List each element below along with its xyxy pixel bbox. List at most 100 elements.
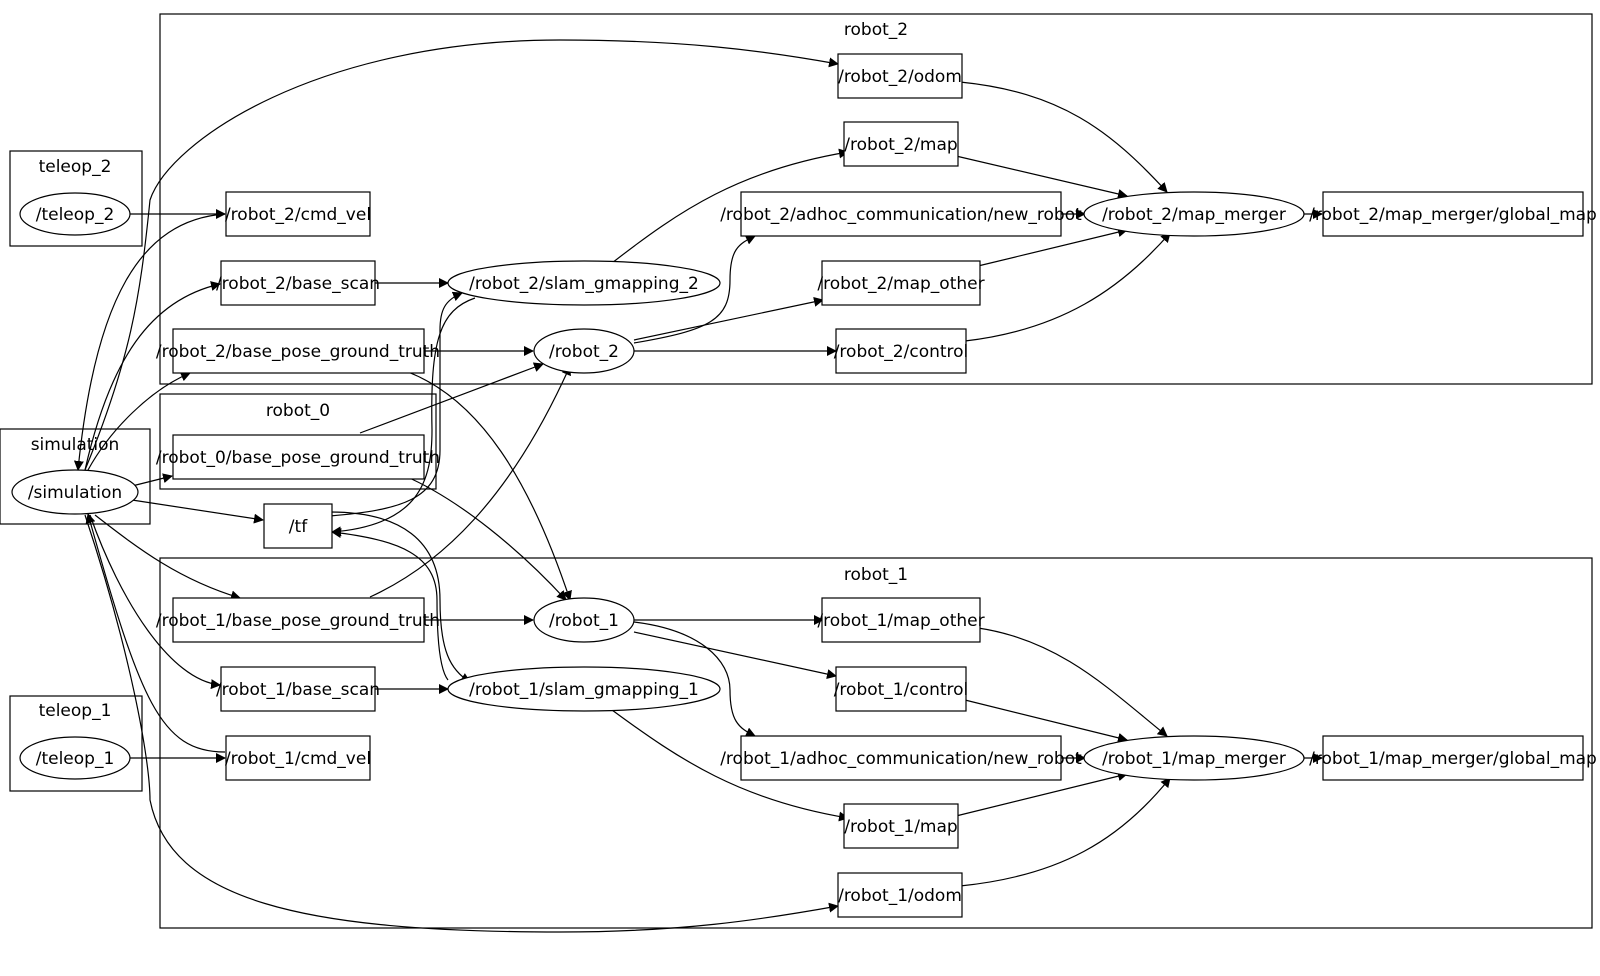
svg-text:/robot_2: /robot_2 [549,342,619,362]
topic-robot-2-map-other[interactable]: /robot_2/map_other [817,260,985,306]
svg-text:/simulation: /simulation [28,483,122,503]
topic-robot-1-odom[interactable]: /robot_1/odom [837,872,963,918]
svg-text:/robot_0/base_pose_ground_trut: /robot_0/base_pose_ground_truth [156,448,440,468]
node-robot-1[interactable]: /robot_1 [533,597,635,643]
svg-text:/teleop_1: /teleop_1 [36,749,115,769]
cluster-teleop-1: teleop_1 [9,695,143,792]
edge-sim-r1odom [84,514,839,933]
topic-robot-1-map-other[interactable]: /robot_1/map_other [817,597,985,643]
svg-text:/robot_2/map_merger/global_map: /robot_2/map_merger/global_map [1309,205,1597,225]
svg-text:/robot_1/adhoc_communication/n: /robot_1/adhoc_communication/new_robot [720,749,1082,769]
edges [73,39,1323,933]
cluster-label-robot-1: robot_1 [844,565,908,585]
topic-tf[interactable]: /tf [263,503,333,549]
svg-text:/robot_1/map_merger: /robot_1/map_merger [1102,749,1286,769]
topic-robot-2-adhoc-new-robot[interactable]: /robot_2/adhoc_communication/new_robot [720,191,1082,237]
svg-text:/teleop_2: /teleop_2 [36,205,115,225]
svg-text:/robot_2/control: /robot_2/control [834,342,969,362]
edge-tf-slam2 [329,291,463,517]
node-robot-2-slam-gmapping[interactable]: /robot_2/slam_gmapping_2 [447,260,721,306]
cluster-robot-0: robot_0 [159,393,437,490]
svg-text:/robot_1/map_other: /robot_1/map_other [817,611,984,631]
node-robot-2[interactable]: /robot_2 [533,328,635,374]
edge-r1control-merger [964,699,1128,743]
topic-robot-1-adhoc-new-robot[interactable]: /robot_1/adhoc_communication/new_robot [720,735,1082,781]
cluster-label-robot-0: robot_0 [266,401,330,421]
edge-r1odom-merger [959,777,1171,887]
topic-robot-2-odom[interactable]: /robot_2/odom [837,53,963,99]
svg-text:/robot_1/odom: /robot_1/odom [838,886,962,906]
svg-text:/robot_2/map_merger: /robot_2/map_merger [1102,205,1286,225]
cluster-teleop-2: teleop_2 [9,150,143,247]
node-teleop-1[interactable]: /teleop_1 [19,736,131,780]
topic-robot-2-cmd-vel[interactable]: /robot_2/cmd_vel [225,191,371,237]
edge-r1mapother-merger [977,627,1168,737]
edge-robot2-mapother [633,296,824,341]
node-teleop-2[interactable]: /teleop_2 [19,192,131,236]
svg-text:/robot_2/base_scan: /robot_2/base_scan [216,274,380,294]
svg-text:/robot_2/odom: /robot_2/odom [838,67,962,87]
edge-sim-tf [131,499,264,524]
cluster-label-teleop-1: teleop_1 [39,701,112,721]
svg-text:/robot_1: /robot_1 [549,611,619,631]
topic-robot-1-control[interactable]: /robot_1/control [834,666,969,712]
edge-r2cmdvel-sim [73,213,226,471]
cluster-label-simulation: simulation [31,435,120,455]
svg-text:/robot_1/base_pose_ground_trut: /robot_1/base_pose_ground_truth [156,611,440,631]
edge-robot1-adhoc [633,621,756,737]
node-robot-1-map-merger[interactable]: /robot_1/map_merger [1083,735,1305,781]
svg-text:/robot_1/cmd_vel: /robot_1/cmd_vel [225,749,371,769]
edge-slam2-tf [331,297,476,537]
topic-robot-2-control[interactable]: /robot_2/control [834,328,969,374]
svg-text:/robot_2/base_pose_ground_trut: /robot_2/base_pose_ground_truth [156,342,440,362]
edge-robot2-adhoc [633,235,756,344]
topic-robot-1-base-pose-ground-truth[interactable]: /robot_1/base_pose_ground_truth [156,597,440,643]
node-robot-1-slam-gmapping[interactable]: /robot_1/slam_gmapping_1 [447,666,721,712]
svg-text:/robot_1/control: /robot_1/control [834,680,969,700]
edge-r1bpgt-robot2 [369,365,571,598]
svg-text:/robot_2/map: /robot_2/map [844,135,957,155]
edge-r2bpgt-robot1 [407,371,572,601]
edge-slam1-tf [331,528,449,681]
edge-sim-r2bpgt [87,371,191,471]
topic-robot-2-map[interactable]: /robot_2/map [843,121,959,167]
cluster-robot-1: robot_1 [159,557,1593,929]
cluster-label-robot-2: robot_2 [844,20,908,40]
topic-robot-2-global-map[interactable]: /robot_2/map_merger/global_map [1309,191,1597,237]
edge-tf-slam1 [329,511,471,683]
topic-robot-1-base-scan[interactable]: /robot_1/base_scan [216,666,380,712]
edge-slam2-r2map [611,148,849,264]
topic-robot-1-map[interactable]: /robot_1/map [843,803,959,849]
svg-text:/robot_2/adhoc_communication/n: /robot_2/adhoc_communication/new_robot [720,205,1082,225]
edge-sim-r2odom [84,39,839,471]
svg-text:/robot_1/map_merger/global_map: /robot_1/map_merger/global_map [1309,749,1597,769]
edge-sim-r0bpgt [131,473,173,487]
edge-r2mapother-merger [977,227,1128,267]
svg-text:/robot_1/slam_gmapping_1: /robot_1/slam_gmapping_1 [469,680,699,700]
edge-sim-r2basescan [84,281,221,471]
edge-robot1-control [633,631,837,679]
cluster-robot-2: robot_2 [159,13,1593,385]
edge-r2map-merger [955,155,1128,199]
topic-robot-0-base-pose-ground-truth[interactable]: /robot_0/base_pose_ground_truth [156,434,440,480]
topic-robot-2-base-pose-ground-truth[interactable]: /robot_2/base_pose_ground_truth [156,328,440,374]
edge-r0bpgt-robot2 [359,362,544,434]
svg-text:/robot_2/map_other: /robot_2/map_other [817,274,984,294]
edge-sim-r1basescan [89,514,221,690]
topic-robot-2-base-scan[interactable]: /robot_2/base_scan [216,260,380,306]
edge-r2odom-merger [959,81,1168,193]
edge-sim-r1bpgt [94,514,241,601]
edge-r1map-merger [955,771,1128,817]
edge-r1cmdvel-sim [85,513,226,753]
edge-r0bpgt-robot1 [404,475,567,601]
edge-slam1-r1map [611,709,849,822]
svg-text:/robot_1/base_scan: /robot_1/base_scan [216,680,380,700]
topic-robot-1-cmd-vel[interactable]: /robot_1/cmd_vel [225,735,371,781]
cluster-label-teleop-2: teleop_2 [39,157,112,177]
node-robot-2-map-merger[interactable]: /robot_2/map_merger [1083,191,1305,237]
svg-text:/tf: /tf [289,517,308,537]
node-simulation[interactable]: /simulation [11,469,139,515]
topic-robot-1-global-map[interactable]: /robot_1/map_merger/global_map [1309,735,1597,781]
edge-r2control-merger [964,232,1171,342]
